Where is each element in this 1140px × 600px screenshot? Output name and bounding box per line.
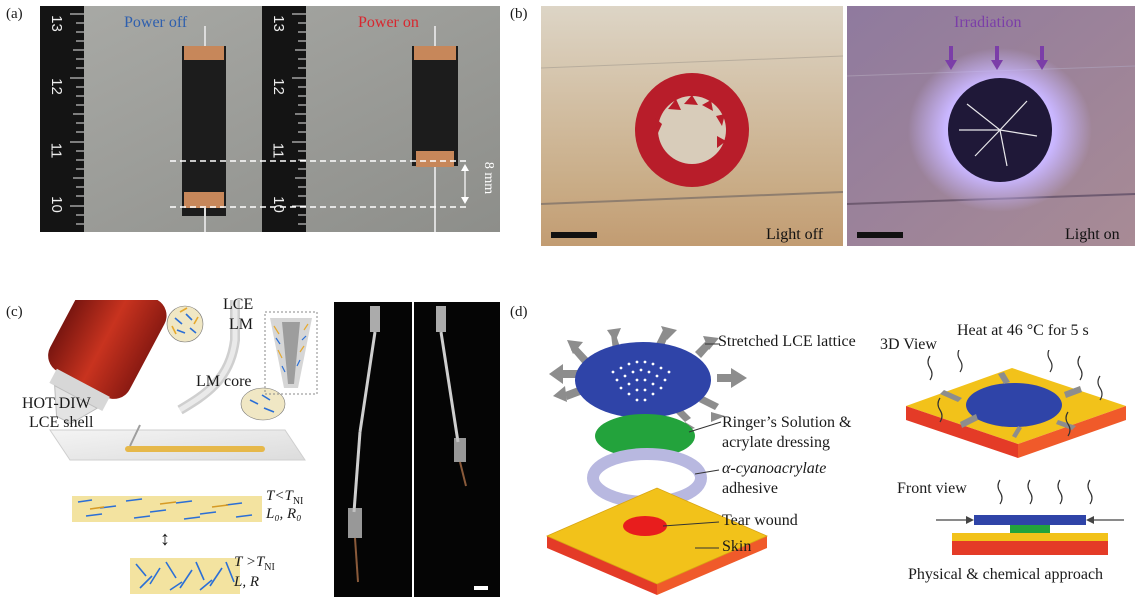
- view3d-label: 3D View: [880, 336, 937, 353]
- ruler-tick-10: 10: [47, 196, 65, 213]
- t-greater-sub: NI: [264, 562, 275, 573]
- panel-b-label: (b): [510, 6, 528, 22]
- t-greater-label: T >TNI: [234, 554, 275, 573]
- panel-c-photo-left-graphic: [348, 306, 380, 583]
- distance-label: 8 mm: [481, 161, 497, 195]
- panel-c-photo-right-graphic: [436, 306, 488, 590]
- panel-a-label: (a): [6, 6, 23, 22]
- light-off-label: Light off: [766, 226, 824, 243]
- lr-label: L, R: [234, 574, 260, 590]
- panel-c-photo-right: [414, 302, 500, 597]
- irradiation-label: Irradiation: [954, 14, 1022, 31]
- ruler-tick-11: 11: [47, 142, 65, 159]
- lm-core-label: LM core: [196, 373, 252, 390]
- ruler-tick-11-right: 11: [269, 142, 287, 159]
- lce-shell-label: LCE shell: [29, 414, 94, 431]
- panel-d-label: (d): [510, 304, 528, 320]
- panel-a-photo-graphic: [40, 6, 500, 232]
- t-less-label: T<TNI: [266, 488, 303, 507]
- panel-c-label: (c): [6, 304, 23, 320]
- panel-a-photo: [40, 6, 500, 232]
- transition-arrow: ↕: [160, 528, 170, 550]
- physical-chemical-label: Physical & chemical approach: [908, 566, 1104, 583]
- t-less-sub: NI: [292, 496, 304, 507]
- panel-b-photo-on: [847, 6, 1135, 246]
- ringer-label-2: acrylate dressing: [722, 434, 830, 451]
- lm-label: LM: [229, 316, 253, 333]
- panel-c-schematic: [30, 300, 330, 600]
- ruler-tick-13-right: 13: [269, 15, 287, 32]
- ringer-label-1: Ringer’s Solution &: [722, 414, 852, 431]
- ruler-tick-12-right: 12: [269, 78, 287, 95]
- cyano-label-2: adhesive: [722, 480, 778, 497]
- ruler-tick-10-right: 10: [269, 196, 287, 213]
- panel-d-exploded-graphic: [545, 326, 769, 595]
- skin-label: Skin: [722, 538, 752, 555]
- panel-c-photo-left: [334, 302, 412, 597]
- hot-diw-label: HOT-DIW: [22, 395, 91, 412]
- power-off-label: Power off: [124, 14, 188, 31]
- panel-b-on-graphic: [847, 6, 1135, 246]
- panel-d-front-view: [930, 474, 1130, 560]
- panel-d-3d-view: [900, 350, 1132, 468]
- ruler-tick-12: 12: [47, 78, 65, 95]
- panel-d-3d-graphic: [906, 350, 1126, 458]
- tear-wound-label: Tear wound: [722, 512, 798, 529]
- panel-d-front-graphic: [936, 479, 1124, 555]
- heat-label: Heat at 46 °C for 5 s: [957, 322, 1089, 339]
- l0r0-label: L₀, R₀: [266, 506, 302, 522]
- stretched-lattice-label: Stretched LCE lattice: [718, 333, 856, 350]
- panel-c-schematic-graphic: [48, 300, 318, 594]
- lce-label: LCE: [223, 296, 254, 313]
- panel-b-off-graphic: [541, 6, 843, 246]
- ruler-tick-13: 13: [47, 15, 65, 32]
- t-greater-main: T >T: [234, 554, 265, 570]
- panel-d-exploded: [535, 310, 775, 595]
- t-less-main: T<T: [266, 488, 293, 504]
- light-on-label: Light on: [1065, 226, 1120, 243]
- panel-b-photo-off: [541, 6, 843, 246]
- cyano-label-1: α-cyanoacrylate: [722, 460, 827, 477]
- power-on-label: Power on: [358, 14, 419, 31]
- front-view-label: Front view: [897, 480, 967, 497]
